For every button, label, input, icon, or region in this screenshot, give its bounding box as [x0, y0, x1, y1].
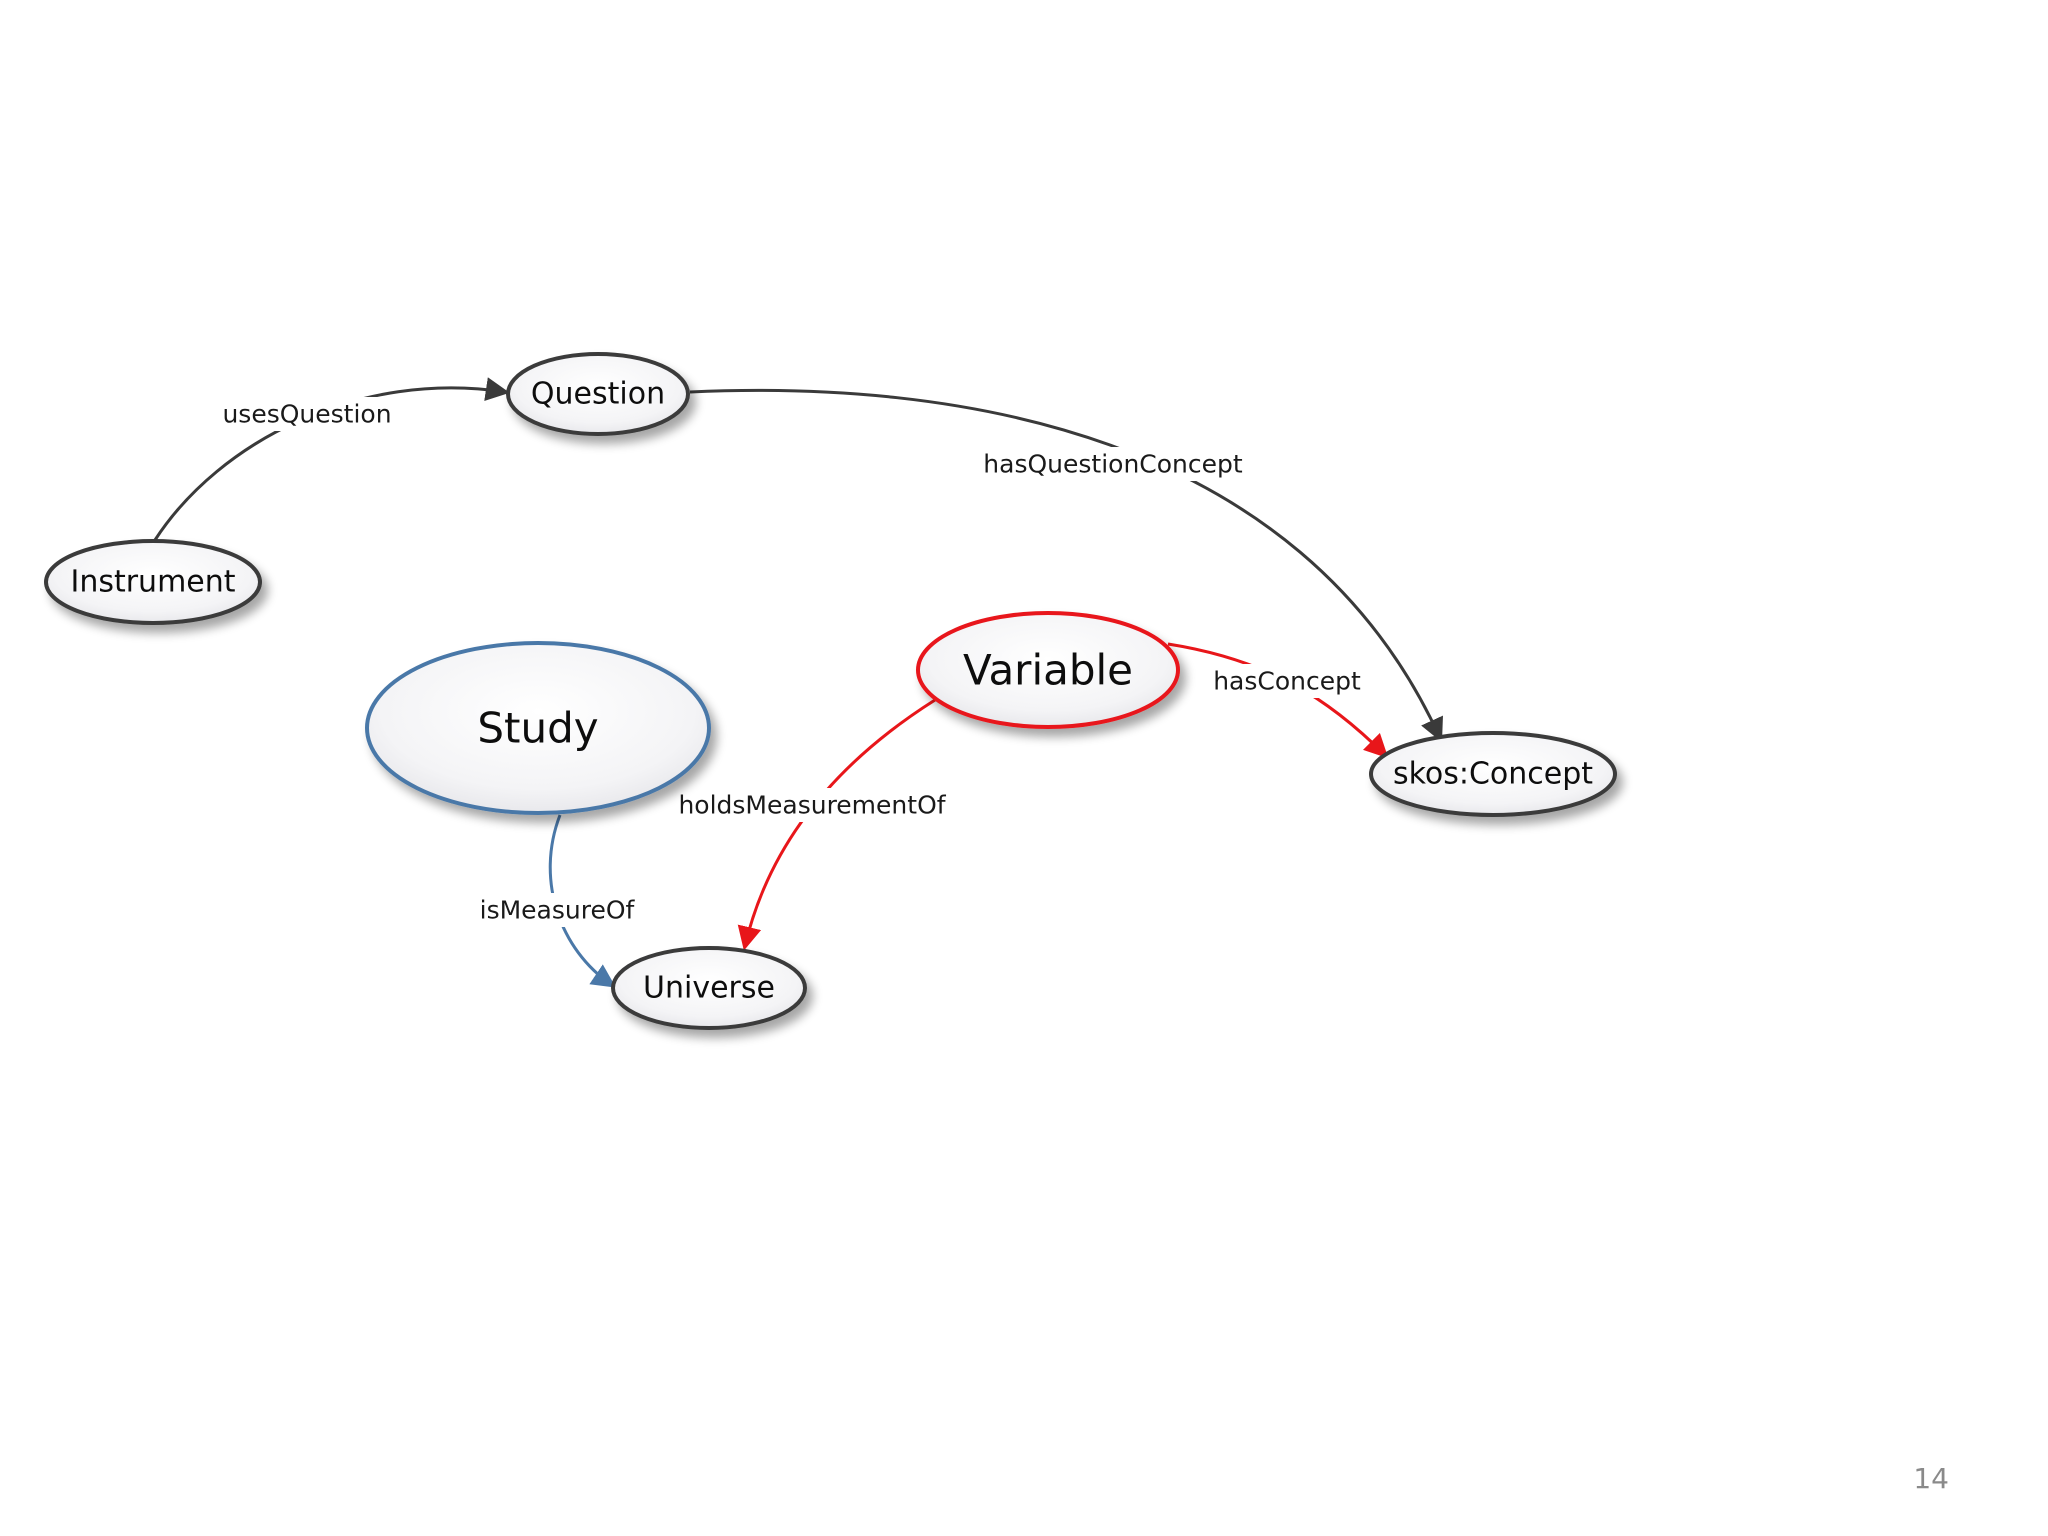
node-instrument[interactable]: Instrument: [44, 539, 262, 625]
svg-text:hasConcept: hasConcept: [1213, 667, 1361, 696]
svg-text:usesQuestion: usesQuestion: [222, 400, 391, 429]
edge-label-holds-measurement-of: holdsMeasurementOf: [676, 788, 948, 822]
node-study[interactable]: Study: [365, 641, 711, 815]
edge-has-question-concept: [689, 388, 1443, 743]
svg-text:holdsMeasurementOf: holdsMeasurementOf: [678, 791, 946, 820]
node-skos-concept[interactable]: skos:Concept: [1369, 731, 1617, 817]
edge-label-has-question-concept: hasQuestionConcept: [982, 447, 1244, 481]
edge-label-has-concept: hasConcept: [1212, 664, 1362, 698]
node-question[interactable]: Question: [506, 352, 690, 436]
edge-has-concept: [1167, 642, 1389, 759]
edge-label-uses-question: usesQuestion: [222, 397, 392, 431]
svg-text:skos:Concept: skos:Concept: [1393, 757, 1593, 792]
edge-holds-measurement-of: [737, 698, 936, 951]
node-universe[interactable]: Universe: [611, 946, 807, 1030]
svg-text:Instrument: Instrument: [70, 565, 235, 600]
svg-text:hasQuestionConcept: hasQuestionConcept: [983, 450, 1243, 479]
svg-text:isMeasureOf: isMeasureOf: [480, 896, 636, 925]
svg-text:Variable: Variable: [963, 646, 1133, 695]
svg-text:Question: Question: [531, 377, 665, 412]
page-number: 14: [1913, 1462, 1949, 1495]
node-variable[interactable]: Variable: [916, 611, 1180, 729]
svg-text:Study: Study: [477, 704, 598, 753]
svg-text:Universe: Universe: [643, 971, 775, 1006]
edge-label-is-measure-of: isMeasureOf: [476, 893, 638, 927]
